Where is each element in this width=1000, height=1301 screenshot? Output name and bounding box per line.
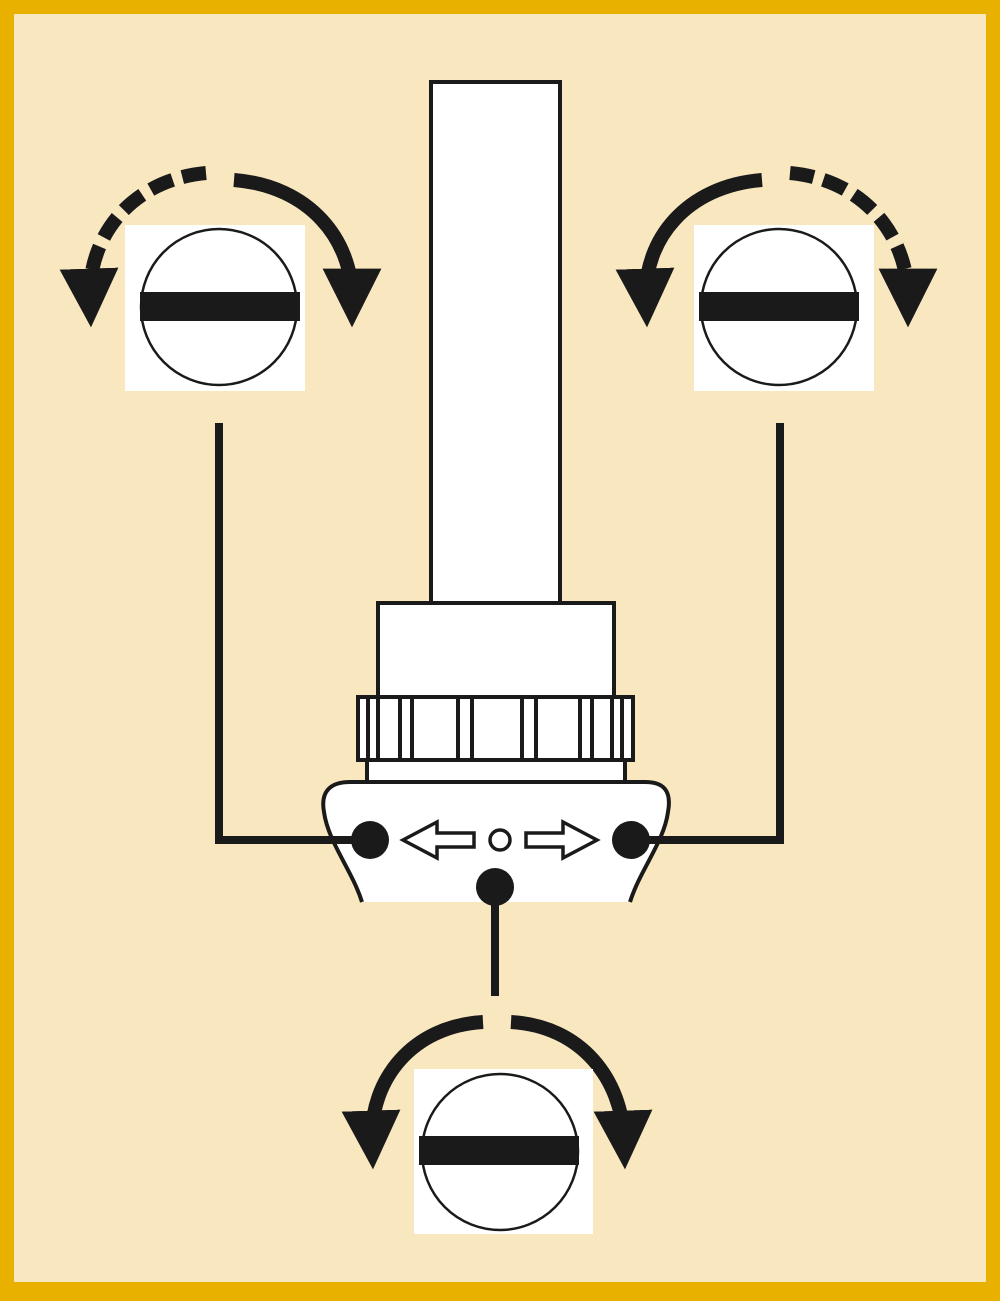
slotted-screw-icon xyxy=(419,1072,580,1232)
slotted-screw-icon xyxy=(699,227,859,387)
clockwise-arrow xyxy=(510,1015,653,1170)
center-circle-icon xyxy=(488,828,512,852)
clockwise-arrow xyxy=(233,173,382,328)
left-screw-group xyxy=(59,166,382,391)
valve-upper-body xyxy=(376,601,616,699)
knurled-ring xyxy=(356,695,635,762)
counterclockwise-arrow xyxy=(615,173,763,328)
valve-neck xyxy=(365,758,627,784)
right-arrow-icon xyxy=(524,819,601,861)
right-screw-group xyxy=(615,166,938,391)
left-arrow-icon xyxy=(399,819,476,861)
left-leader-line xyxy=(215,423,370,844)
right-leader-line xyxy=(631,423,784,844)
counterclockwise-arrow xyxy=(341,1015,484,1170)
slotted-screw-icon xyxy=(139,227,300,387)
bottom-screw-group xyxy=(341,1015,653,1234)
valve-stem xyxy=(429,80,562,605)
